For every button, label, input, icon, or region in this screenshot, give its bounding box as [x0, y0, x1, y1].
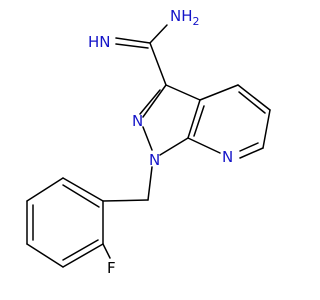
- bond-amidine-c3: [149, 42, 167, 86]
- bond-c7a-c3a: [187, 99, 201, 139]
- pyrazole-n1-label: N: [149, 151, 160, 169]
- bond-c7a-c3a-double: [193, 105, 205, 137]
- bond-ar-1-double: [62, 184, 100, 208]
- bond-ar-5-double: [62, 239, 99, 261]
- bond-ar-4: [26, 243, 64, 268]
- molecule-drawing: NH2 HN N N N F: [26, 7, 271, 277]
- pyridine-n-label: N: [222, 148, 233, 166]
- bond-ar-5: [62, 243, 104, 268]
- bond-c3a-c3: [165, 84, 201, 101]
- bond-ar-2: [26, 177, 64, 202]
- bond-ar-1: [62, 177, 104, 202]
- bond-c3-n2: [142, 84, 167, 118]
- bond-c4-c5: [237, 84, 271, 111]
- bond-c4-c5-double: [238, 91, 266, 114]
- bond-c3a-c4: [199, 84, 239, 101]
- bond-c5-c6: [262, 109, 271, 149]
- bond-ch2-cipso: [102, 199, 149, 202]
- bond-c3-n2-double: [139, 89, 161, 115]
- bond-c6-n7: [239, 147, 264, 159]
- bond-c6-n7-double: [239, 142, 259, 152]
- bond-n2-n1: [142, 126, 153, 151]
- bond-n1-c7a: [159, 137, 189, 156]
- structure-diagram: NH2 HN N N N F: [26, 7, 271, 277]
- amine-text: NH: [170, 7, 193, 25]
- fluorine-label: F: [107, 259, 116, 277]
- bond-ar-f: [102, 243, 111, 259]
- bond-n7-c7a: [187, 137, 221, 154]
- bond-c-nh2: [149, 24, 168, 44]
- amine-subscript: 2: [193, 15, 200, 28]
- amine-label: NH2: [170, 7, 200, 28]
- bond-c-imine-inner: [115, 43, 149, 49]
- imine-label: HN: [88, 33, 111, 51]
- bond-n1-ch2: [147, 166, 153, 201]
- bond-c-imine-outer: [115, 37, 151, 44]
- pyrazole-n2-label: N: [132, 112, 143, 130]
